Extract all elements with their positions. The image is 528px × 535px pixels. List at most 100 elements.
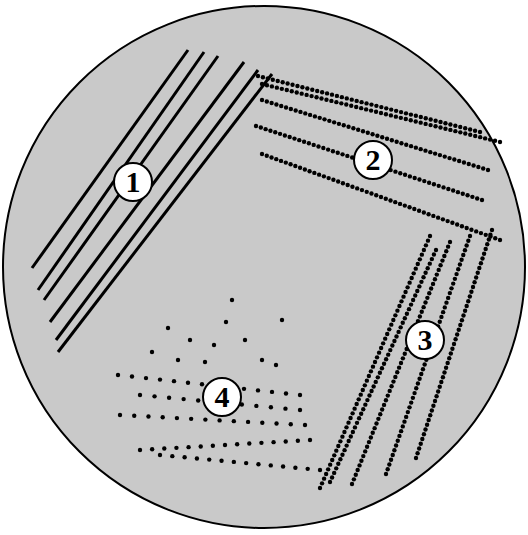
- colony-dot: [390, 343, 394, 347]
- colony-dot: [384, 197, 388, 201]
- colony-dot: [483, 136, 487, 140]
- colony-dot: [322, 174, 326, 178]
- colony-dot: [444, 300, 448, 304]
- colony-dot: [211, 444, 215, 448]
- colony-dot: [428, 117, 432, 121]
- colony-dot: [384, 112, 388, 116]
- colony-dot: [404, 415, 408, 419]
- colony-dot: [443, 127, 447, 131]
- colony-dot: [189, 417, 193, 421]
- colony-dot: [217, 418, 221, 422]
- colony-dot: [446, 187, 450, 191]
- colony-dot: [409, 118, 413, 122]
- colony-dot: [418, 314, 422, 318]
- colony-dot: [373, 360, 377, 364]
- colony-dot: [367, 440, 371, 444]
- colony-dot: [260, 152, 264, 156]
- colony-dot: [174, 446, 178, 450]
- colony-dot: [389, 107, 393, 111]
- colony-dot: [398, 202, 402, 206]
- colony-dot: [448, 128, 452, 132]
- colony-dot: [375, 355, 379, 359]
- colony-dot: [399, 429, 403, 433]
- colony-dot: [390, 138, 394, 142]
- colony-dot: [387, 462, 391, 466]
- colony-dot: [460, 224, 464, 228]
- colony-dot: [254, 124, 258, 128]
- colony-dot: [322, 117, 326, 121]
- colony-dot: [280, 87, 284, 91]
- colony-dot: [418, 147, 422, 151]
- colony-dot: [430, 257, 434, 261]
- colony-dot: [418, 120, 422, 124]
- colony-dot: [303, 423, 307, 427]
- colony-dot: [305, 86, 309, 90]
- colony-dot: [451, 188, 455, 192]
- colony-dot: [276, 79, 280, 83]
- colony-dot: [371, 364, 375, 368]
- colony-dot: [336, 179, 340, 183]
- colony-dot: [468, 234, 472, 238]
- colony-dot: [354, 105, 358, 109]
- colony-dot: [274, 421, 278, 425]
- colony-dot: [150, 350, 154, 354]
- colony-dot: [336, 151, 340, 155]
- colony-dot: [195, 456, 199, 460]
- colony-dot: [426, 238, 430, 242]
- colony-dot: [486, 168, 490, 172]
- colony-dot: [403, 203, 407, 207]
- colony-dot: [270, 84, 274, 88]
- colony-dot: [348, 416, 352, 420]
- colony-dot: [375, 134, 379, 138]
- colony-dot: [322, 476, 326, 480]
- colony-dot: [232, 460, 236, 464]
- colony-dot: [332, 453, 336, 457]
- colony-dot: [384, 398, 388, 402]
- colony-dot: [308, 438, 312, 442]
- colony-dot: [463, 131, 467, 135]
- colony-dot: [130, 374, 134, 378]
- colony-dot: [280, 80, 284, 84]
- colony-dot: [453, 129, 457, 133]
- colony-dot: [355, 421, 359, 425]
- colony-dot: [186, 445, 190, 449]
- colony-dot: [425, 296, 429, 300]
- colony-dot: [380, 366, 384, 370]
- colony-dot: [473, 129, 477, 133]
- colony-dot: [379, 111, 383, 115]
- colony-dot: [422, 179, 426, 183]
- colony-dot: [434, 248, 438, 252]
- colony-dot: [441, 217, 445, 221]
- colony-dot: [186, 380, 190, 384]
- colony-dot: [364, 107, 368, 111]
- colony-dot: [464, 304, 468, 308]
- colony-dot: [441, 185, 445, 189]
- colony-dot: [342, 123, 346, 127]
- colony-dot: [421, 305, 425, 309]
- colony-dot: [203, 360, 207, 364]
- colony-dot: [309, 94, 313, 98]
- colony-dot: [445, 219, 449, 223]
- colony-dot: [425, 266, 429, 270]
- colony-dot: [379, 105, 383, 109]
- colony-dot: [419, 115, 423, 119]
- colony-dot: [469, 227, 473, 231]
- colony-dot: [384, 106, 388, 110]
- colony-dot: [389, 458, 393, 462]
- colony-dot: [439, 380, 443, 384]
- colony-dot: [263, 127, 267, 131]
- colony-dot: [393, 313, 397, 317]
- colony-dot: [421, 275, 425, 279]
- colony-dot: [463, 309, 467, 313]
- colony-dot: [329, 99, 333, 103]
- callout-number: 1: [113, 162, 153, 202]
- colony-dot: [351, 126, 355, 130]
- colony-dot: [412, 391, 416, 395]
- colony-dot: [498, 140, 502, 144]
- colony-dot: [331, 178, 335, 182]
- colony-dot: [423, 122, 427, 126]
- colony-dot: [455, 332, 459, 336]
- colony-dot: [324, 98, 328, 102]
- colony-dot: [415, 451, 419, 455]
